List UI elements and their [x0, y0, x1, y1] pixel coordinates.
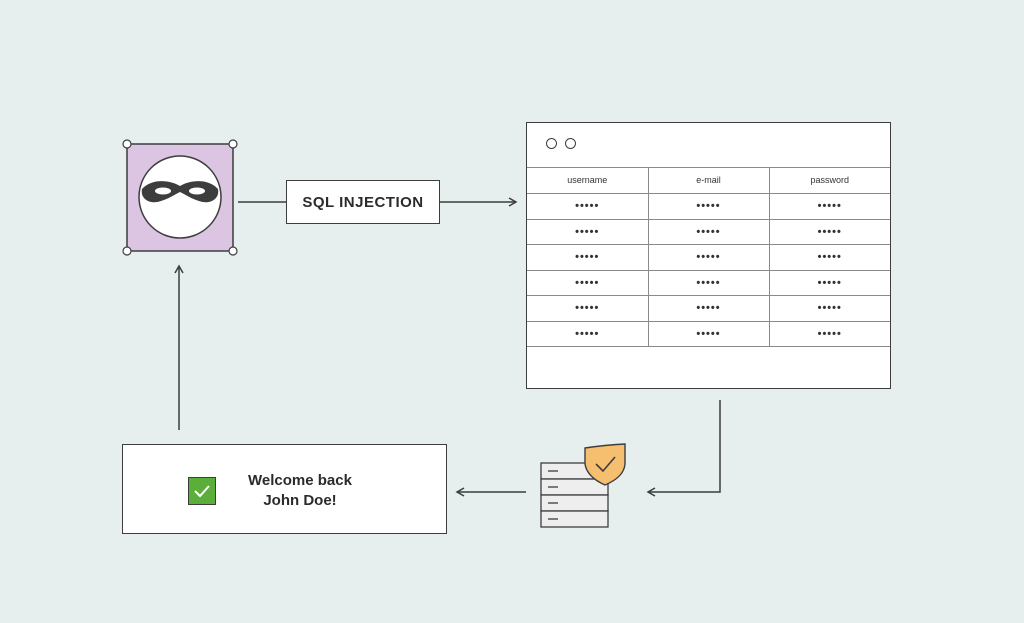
table-row: ••••• ••••• ••••• — [527, 244, 890, 271]
window-dot-icon — [546, 138, 557, 149]
sql-injection-label: SQL INJECTION — [286, 180, 440, 224]
table-cell: ••••• — [647, 270, 769, 296]
frame-handle-bl — [122, 246, 132, 256]
table-cell: ••••• — [647, 244, 769, 271]
table-header-row: username e-mail password — [527, 167, 890, 194]
arrow-database-to-server — [646, 400, 721, 497]
table-cell: ••••• — [647, 321, 769, 347]
window-titlebar — [527, 123, 890, 168]
table-cell: ••••• — [768, 219, 890, 245]
table-cell: ••••• — [768, 321, 890, 347]
table-cell: ••••• — [647, 193, 769, 220]
table-cell: ••••• — [527, 219, 648, 245]
table-cell: ••••• — [527, 270, 648, 296]
table-cell: ••••• — [768, 244, 890, 271]
table-cell: ••••• — [768, 295, 890, 322]
table-cell: ••••• — [527, 321, 648, 347]
frame-handle-tr — [228, 139, 238, 149]
table-row: ••••• ••••• ••••• — [527, 219, 890, 245]
welcome-line-2: John Doe! — [263, 492, 337, 509]
table-cell: ••••• — [647, 219, 769, 245]
frame-handle-br — [228, 246, 238, 256]
table-cell: ••••• — [527, 244, 648, 271]
table-row: ••••• ••••• ••••• — [527, 193, 890, 220]
frame-handle-tl — [122, 139, 132, 149]
shield-check-icon — [584, 443, 626, 486]
table-cell: ••••• — [768, 193, 890, 220]
column-header-password: password — [768, 167, 890, 194]
table-row: ••••• ••••• ••••• — [527, 321, 890, 347]
welcome-message: Welcome back John Doe! — [235, 471, 365, 511]
table-cell: ••••• — [527, 295, 648, 322]
welcome-message-box: Welcome back John Doe! — [122, 444, 447, 534]
green-checkbox-icon — [188, 477, 216, 505]
table-row: ••••• ••••• ••••• — [527, 270, 890, 296]
masked-attacker-icon — [138, 155, 222, 239]
column-header-username: username — [527, 167, 648, 194]
database-window: username e-mail password ••••• ••••• •••… — [526, 122, 891, 389]
attacker-node — [122, 139, 238, 256]
credentials-table: username e-mail password ••••• ••••• •••… — [527, 167, 890, 347]
table-cell: ••••• — [647, 295, 769, 322]
window-dot-icon — [565, 138, 576, 149]
welcome-line-1: Welcome back — [248, 472, 352, 489]
table-cell: ••••• — [768, 270, 890, 296]
table-row: ••••• ••••• ••••• — [527, 295, 890, 322]
table-cell: ••••• — [527, 193, 648, 220]
column-header-email: e-mail — [647, 167, 769, 194]
